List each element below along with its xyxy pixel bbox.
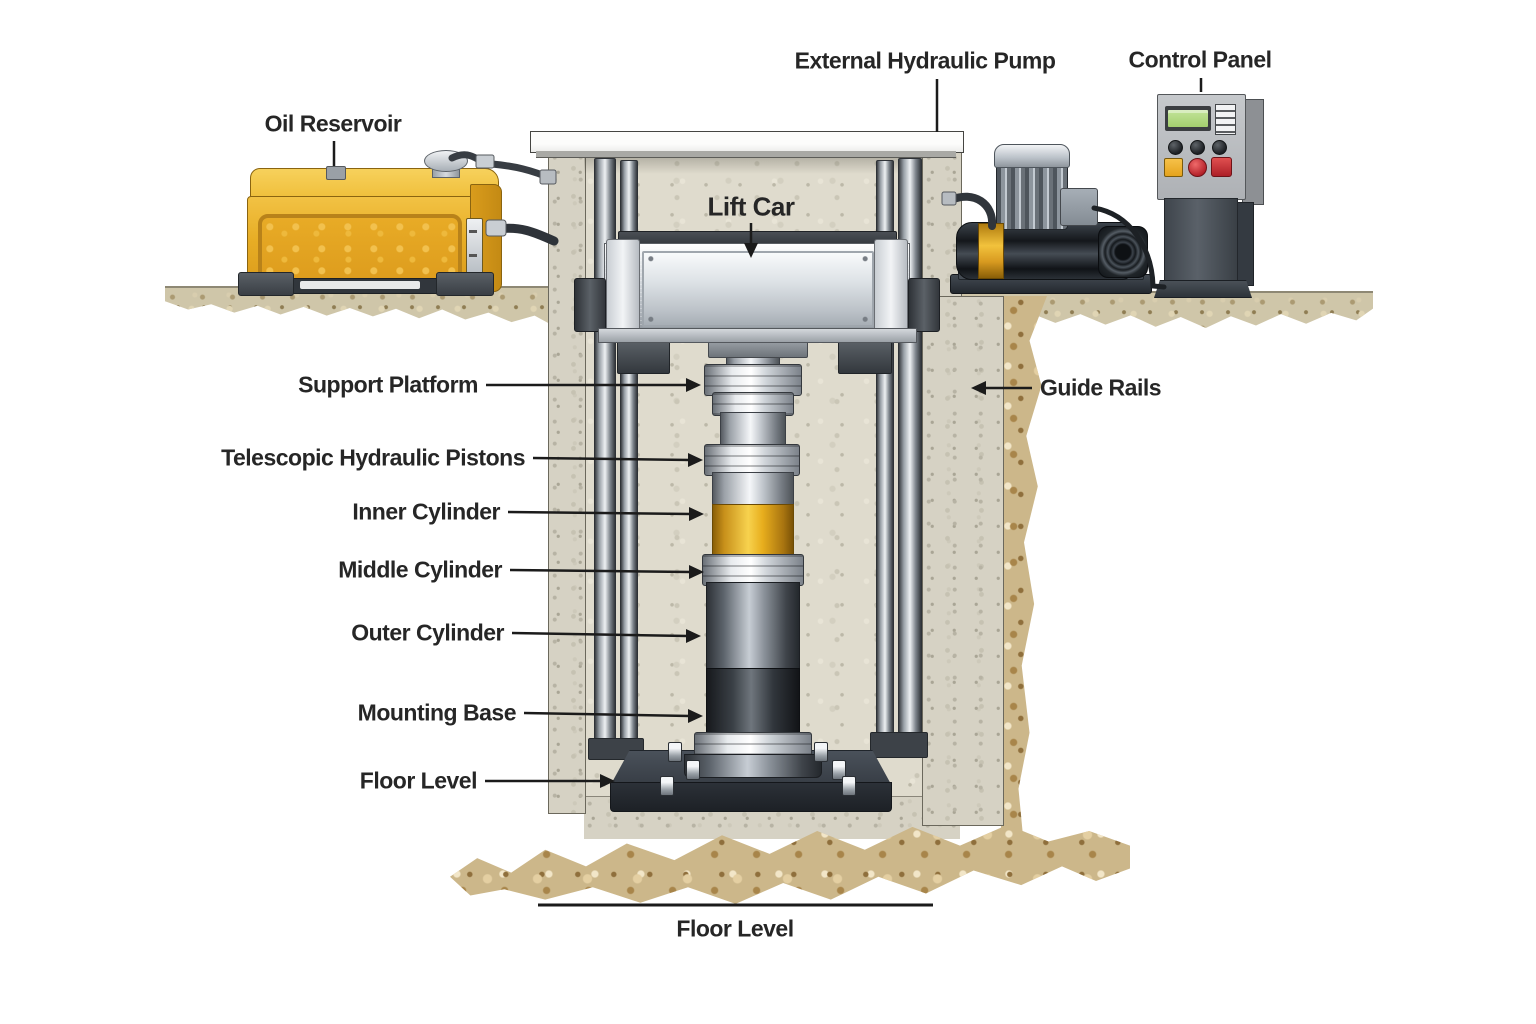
control-panel-knob — [1190, 140, 1205, 155]
label-mounting-base: Mounting Base — [357, 699, 517, 726]
middle-outer-cylinder-body — [706, 582, 800, 672]
anchor-bolt — [842, 776, 856, 796]
pit-wall-left — [548, 150, 586, 814]
pit-wall-right-below — [922, 296, 1004, 826]
control-panel-knob — [1212, 140, 1227, 155]
guide-rail-foot-right — [870, 732, 928, 758]
hose-fitting — [475, 154, 495, 169]
piston-rod-mid — [720, 412, 786, 450]
control-panel-knob — [1168, 140, 1183, 155]
anchor-bolt — [686, 760, 700, 780]
cylinder-base-flare — [684, 754, 822, 778]
pump-motor-fins — [996, 160, 1068, 230]
reservoir-filler-cap — [424, 150, 468, 172]
pit-top-slab-underside — [536, 151, 956, 158]
lift-car-end-cap-left — [606, 239, 640, 338]
anchor-bolt — [668, 742, 682, 762]
pump-end-coil — [1098, 226, 1148, 278]
control-panel-yellow-button — [1164, 158, 1183, 177]
lift-car-underbracket-left — [617, 341, 670, 374]
guide-shoe-right — [908, 278, 940, 332]
pump-motor-cap — [994, 144, 1070, 168]
pit-top-slab — [530, 131, 964, 153]
label-control-panel: Control Panel — [1128, 46, 1272, 73]
oil-sight-window — [258, 214, 462, 286]
label-lift-car: Lift Car — [707, 191, 796, 222]
lift-car-underbracket-right — [838, 341, 892, 374]
label-middle-cylinder: Middle Cylinder — [338, 556, 502, 583]
telescopic-piston-flange — [704, 444, 800, 476]
label-external-hydraulic-pump: External Hydraulic Pump — [794, 47, 1056, 74]
control-panel-red-round-button — [1188, 158, 1207, 177]
label-floor-level-left: Floor Level — [359, 767, 478, 794]
control-panel-pedestal-base — [1154, 280, 1252, 298]
inner-cylinder-upper — [712, 472, 794, 508]
label-support-platform: Support Platform — [298, 371, 478, 398]
reservoir-side-hose — [493, 223, 559, 246]
lift-car-end-cap-right — [874, 239, 908, 338]
lift-car-panel — [642, 251, 874, 327]
pump-junction-box — [1060, 188, 1098, 226]
label-outer-cylinder: Outer Cylinder — [351, 619, 504, 646]
label-oil-reservoir: Oil Reservoir — [264, 110, 402, 137]
reservoir-foot-left — [238, 272, 294, 296]
guide-shoe-left — [574, 278, 606, 332]
control-panel-red-square-button — [1211, 157, 1232, 177]
reservoir-sensor-cap — [326, 166, 346, 180]
label-guide-rails: Guide Rails — [1040, 374, 1162, 401]
pump-gold-band — [978, 223, 1004, 279]
reservoir-foot-right — [436, 272, 494, 296]
oil-level-gauge — [466, 218, 483, 274]
control-panel-keypad — [1215, 104, 1236, 135]
inner-cylinder-gold-band — [712, 504, 794, 560]
oil-level-gauge-mark — [469, 254, 477, 257]
label-floor-level-bottom: Floor Level — [676, 915, 794, 942]
label-telescopic-hydraulic-pistons: Telescopic Hydraulic Pistons — [221, 444, 525, 471]
reservoir-skid-slot — [300, 281, 420, 289]
control-panel-pedestal — [1164, 198, 1238, 284]
anchor-bolt — [660, 776, 674, 796]
label-inner-cylinder: Inner Cylinder — [352, 498, 500, 525]
oil-level-gauge-mark — [469, 230, 477, 233]
anchor-bolt — [832, 760, 846, 780]
outer-cylinder-lower-body — [706, 668, 800, 740]
anchor-bolt — [814, 742, 828, 762]
lift-car-bottom-frame — [598, 328, 917, 343]
control-panel-lcd-screen — [1168, 110, 1208, 127]
